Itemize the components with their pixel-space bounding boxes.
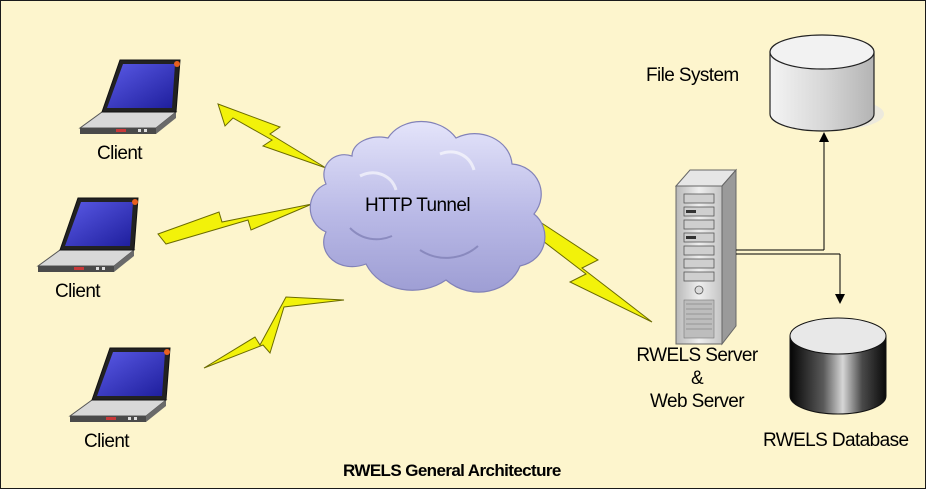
laptop-icon: [79, 59, 181, 135]
file-system-icon: [769, 34, 884, 132]
lightning-link: [157, 203, 313, 245]
client-label: Client: [97, 143, 143, 164]
diagram-title: RWELS General Architecture: [343, 461, 561, 480]
lightning-link: [217, 103, 327, 169]
connector-arrows: [736, 132, 845, 304]
laptop-icon: [37, 197, 139, 273]
cloud-icon: [309, 120, 546, 293]
client-label: Client: [55, 281, 101, 302]
server-label-line: &: [690, 368, 704, 389]
server-icon: [674, 168, 738, 346]
client-label: Client: [84, 431, 130, 452]
server-label-line: Web Server: [650, 391, 745, 412]
server-label-line: RWELS Server: [636, 345, 758, 366]
server-label: RWELS Server & Web Server: [626, 344, 768, 413]
tunnel-label: HTTP Tunnel: [365, 195, 471, 216]
database-label: RWELS Database: [763, 430, 909, 451]
lightning-link: [203, 296, 345, 369]
database-icon: [789, 317, 887, 415]
laptop-icon: [69, 347, 171, 423]
file-system-label: File System: [646, 65, 739, 86]
